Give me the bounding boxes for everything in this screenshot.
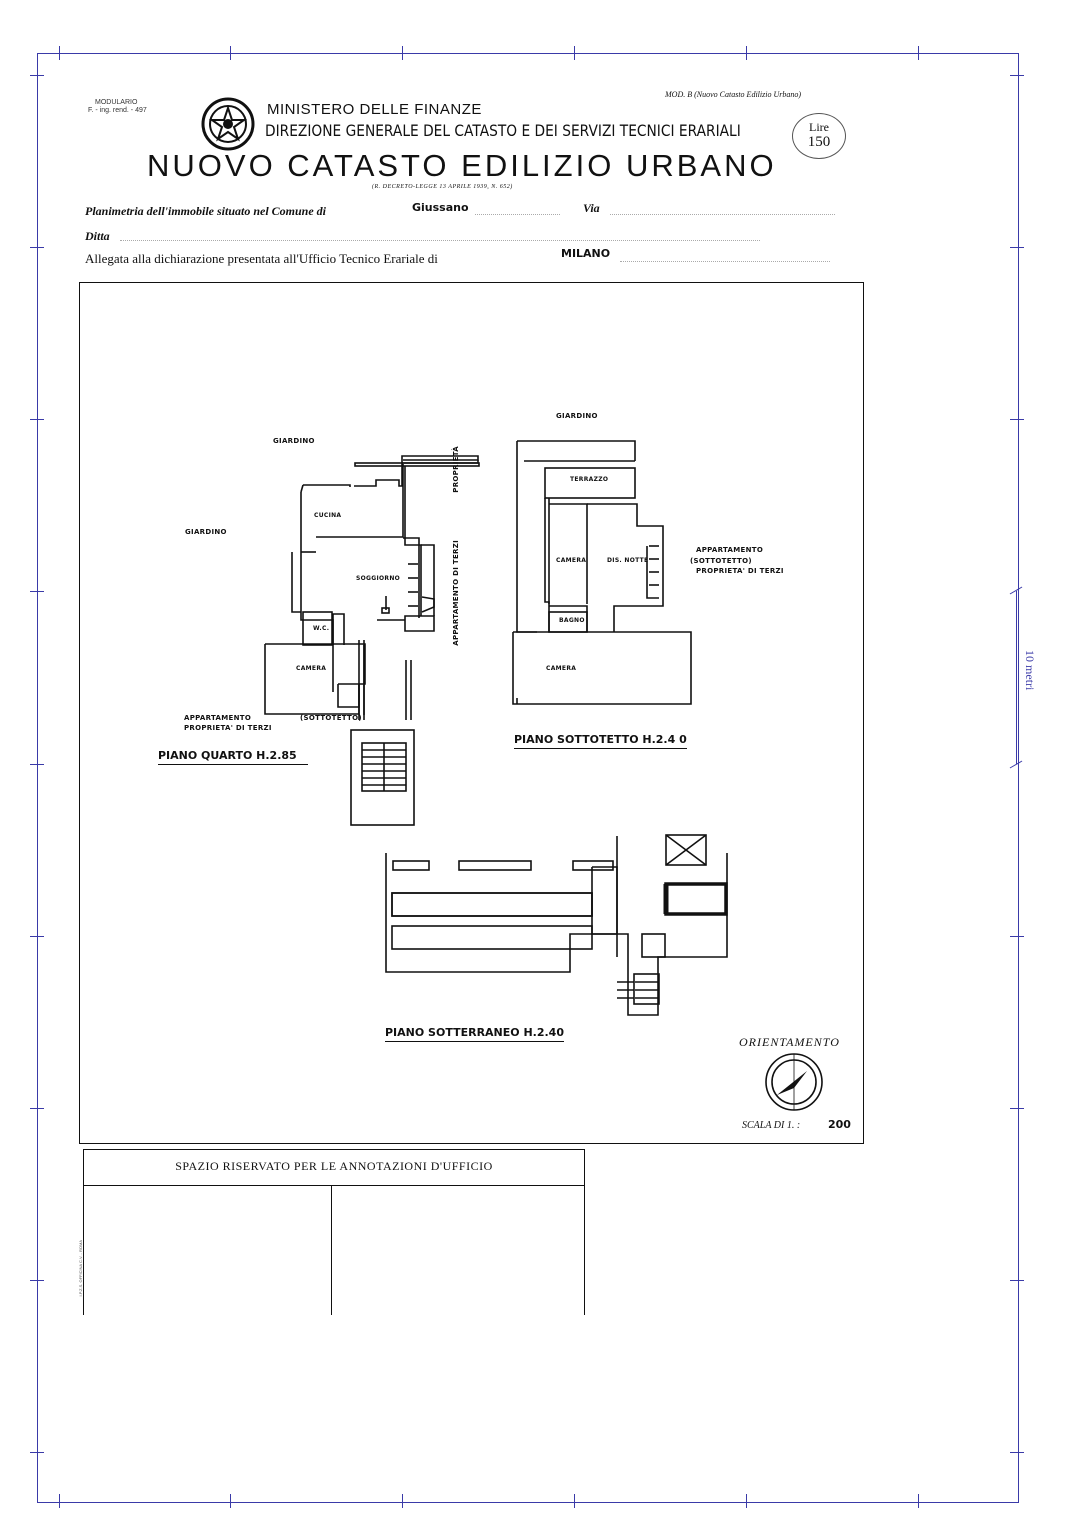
sheet-frame xyxy=(37,53,1019,1503)
tick xyxy=(402,1494,403,1508)
scale-value: 200 xyxy=(828,1118,851,1131)
tick xyxy=(59,46,60,60)
tick xyxy=(1010,419,1024,420)
stamp-value: 150 xyxy=(807,134,831,150)
room-terrazzo: TERRAZZO xyxy=(570,476,609,483)
printer-mark: I.P.Z.S. OFFICINA C.V. - ROMA xyxy=(78,1240,83,1297)
ruler-label: 10 metri xyxy=(1023,650,1037,691)
model-label: MOD. B (Nuovo Catasto Edilizio Urbano) xyxy=(665,90,801,99)
tick xyxy=(30,75,44,76)
ufficio-value: MILANO xyxy=(561,247,611,260)
ufficio-label: Allegata alla dichiarazione presentata a… xyxy=(85,251,438,266)
divider xyxy=(84,1185,584,1186)
tick xyxy=(402,46,403,60)
republic-emblem-icon xyxy=(201,97,255,151)
dotted-line xyxy=(610,214,835,215)
scale-ruler xyxy=(1016,591,1017,764)
room-bagno: BAGNO xyxy=(559,617,585,624)
tick xyxy=(746,46,747,60)
appartamento-label: APPARTAMENTO xyxy=(696,546,764,554)
room-cucina: CUCINA xyxy=(314,512,342,519)
dotted-line xyxy=(120,240,760,241)
tick xyxy=(1010,247,1024,248)
ministry-name: MINISTERO DELLE FINANZE xyxy=(267,101,482,118)
tick xyxy=(230,46,231,60)
dotted-line xyxy=(620,261,830,262)
tick xyxy=(1010,1108,1024,1109)
room-camera: CAMERA xyxy=(296,665,327,672)
stamp-currency: Lire xyxy=(809,120,829,134)
tick xyxy=(574,46,575,60)
decree-reference: (R. DECRETO-LEGGE 13 APRILE 1939, N. 652… xyxy=(372,184,513,190)
room-camera: CAMERA xyxy=(546,665,577,672)
tick xyxy=(1010,1280,1024,1281)
modulario-label: MODULARIO xyxy=(95,99,138,106)
giardino-label: GIARDINO xyxy=(273,437,315,445)
tick xyxy=(230,1494,231,1508)
divider xyxy=(331,1185,332,1315)
tick xyxy=(30,1452,44,1453)
floor-title-sottotetto: PIANO SOTTOTETTO H.2.4 0 xyxy=(514,733,687,749)
tick xyxy=(30,591,44,592)
tick xyxy=(918,46,919,60)
directorate-name: DIREZIONE GENERALE DEL CATASTO E DEI SER… xyxy=(265,121,741,140)
tick xyxy=(30,936,44,937)
room-wc: W.C. xyxy=(313,625,330,632)
proprieta-terzi-label: PROPRIETA' DI TERZI xyxy=(184,724,272,732)
tick xyxy=(1010,936,1024,937)
room-camera: CAMERA xyxy=(556,557,587,564)
room-soggiorno: SOGGIORNO xyxy=(356,575,401,582)
tick xyxy=(746,1494,747,1508)
tick xyxy=(30,419,44,420)
tick xyxy=(918,1494,919,1508)
tick xyxy=(30,1280,44,1281)
giardino-label: GIARDINO xyxy=(185,528,227,536)
scale-label: SCALA DI 1. : xyxy=(742,1120,801,1131)
ditta-label: Ditta xyxy=(85,229,110,243)
tick xyxy=(1010,1452,1024,1453)
compass-needle-icon xyxy=(777,1071,807,1095)
floor-plan-drawing xyxy=(264,440,823,1111)
comune-value: Giussano xyxy=(412,201,469,214)
floor-title-sotterraneo: PIANO SOTTERRANEO H.2.40 xyxy=(385,1026,564,1042)
tick xyxy=(59,1494,60,1508)
tick xyxy=(574,1494,575,1508)
appartamento-di-terzi-label: APPARTAMENTO DI TERZI xyxy=(452,540,460,646)
tick xyxy=(1010,75,1024,76)
sottotetto-label: (SOTTOTETTO) xyxy=(300,714,362,722)
room-dis-notte: DIS. NOTTE xyxy=(607,557,649,564)
tick xyxy=(30,1108,44,1109)
office-annotations-box: SPAZIO RISERVATO PER LE ANNOTAZIONI D'UF… xyxy=(83,1149,585,1315)
tick xyxy=(30,247,44,248)
tax-stamp: Lire 150 xyxy=(792,113,846,159)
document-title: NUOVO CATASTO EDILIZIO URBANO xyxy=(147,148,777,183)
orientation-label: ORIENTAMENTO xyxy=(739,1035,840,1049)
giardino-label: GIARDINO xyxy=(556,412,598,420)
dotted-line xyxy=(475,214,560,215)
via-label: Via xyxy=(583,201,600,215)
modulario-code: F. - ing. rend. - 497 xyxy=(88,107,147,114)
tick xyxy=(30,764,44,765)
proprieta-terzi-label: PROPRIETA' DI TERZI xyxy=(696,567,784,575)
annotations-title: SPAZIO RISERVATO PER LE ANNOTAZIONI D'UF… xyxy=(175,1159,493,1173)
sottotetto-label: (SOTTOTETTO) xyxy=(690,557,752,565)
proprieta-label: PROPRIETÀ xyxy=(452,446,460,493)
floor-plan-area xyxy=(79,282,864,1144)
comune-label: Planimetria dell'immobile situato nel Co… xyxy=(85,204,327,218)
floor-title-quarto: PIANO QUARTO H.2.85 xyxy=(158,749,308,765)
appartamento-label: APPARTAMENTO xyxy=(184,714,252,722)
